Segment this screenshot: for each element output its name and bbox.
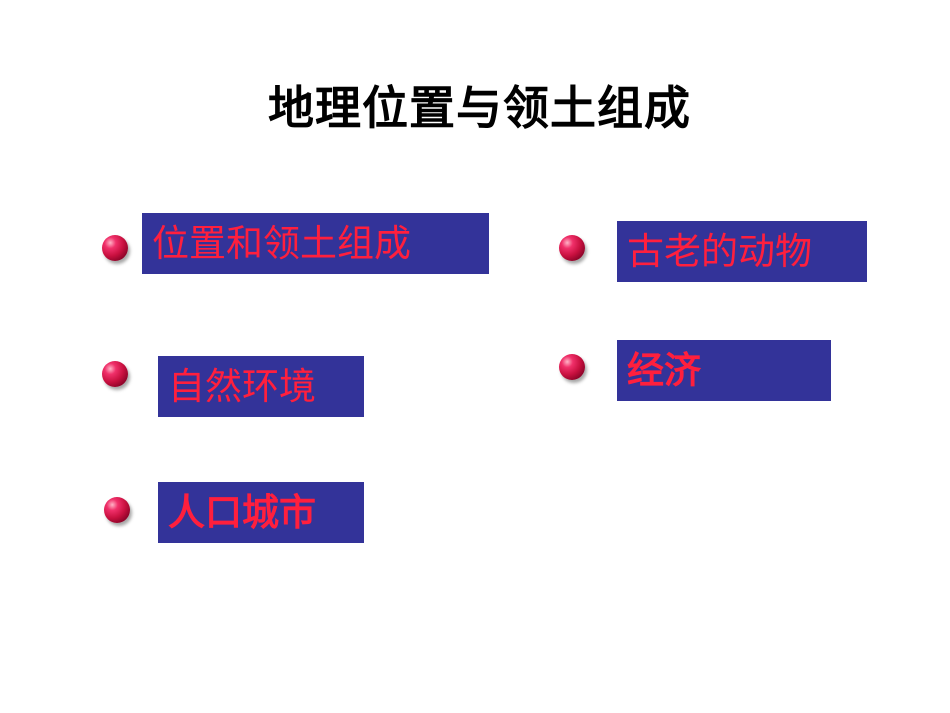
topic-link-label: 古老的动物 (627, 229, 812, 273)
topic-link-economy[interactable]: 经济 (617, 340, 831, 401)
topic-link-label: 经济 (627, 348, 701, 392)
topic-link-label: 自然环境 (168, 364, 316, 408)
topic-link-location-territory[interactable]: 位置和领土组成 (142, 213, 489, 274)
topic-link-label: 人口城市 (168, 490, 316, 534)
red-sphere-bullet-icon (102, 361, 128, 387)
topic-link-population-cities[interactable]: 人口城市 (158, 482, 364, 543)
topic-link-ancient-animals[interactable]: 古老的动物 (617, 221, 867, 282)
slide-title: 地理位置与领土组成 (268, 81, 691, 135)
red-sphere-bullet-icon (559, 354, 585, 380)
red-sphere-bullet-icon (104, 497, 130, 523)
red-sphere-bullet-icon (559, 235, 585, 261)
red-sphere-bullet-icon (102, 235, 128, 261)
topic-link-label: 位置和领土组成 (152, 221, 411, 265)
topic-link-natural-environment[interactable]: 自然环境 (158, 356, 364, 417)
